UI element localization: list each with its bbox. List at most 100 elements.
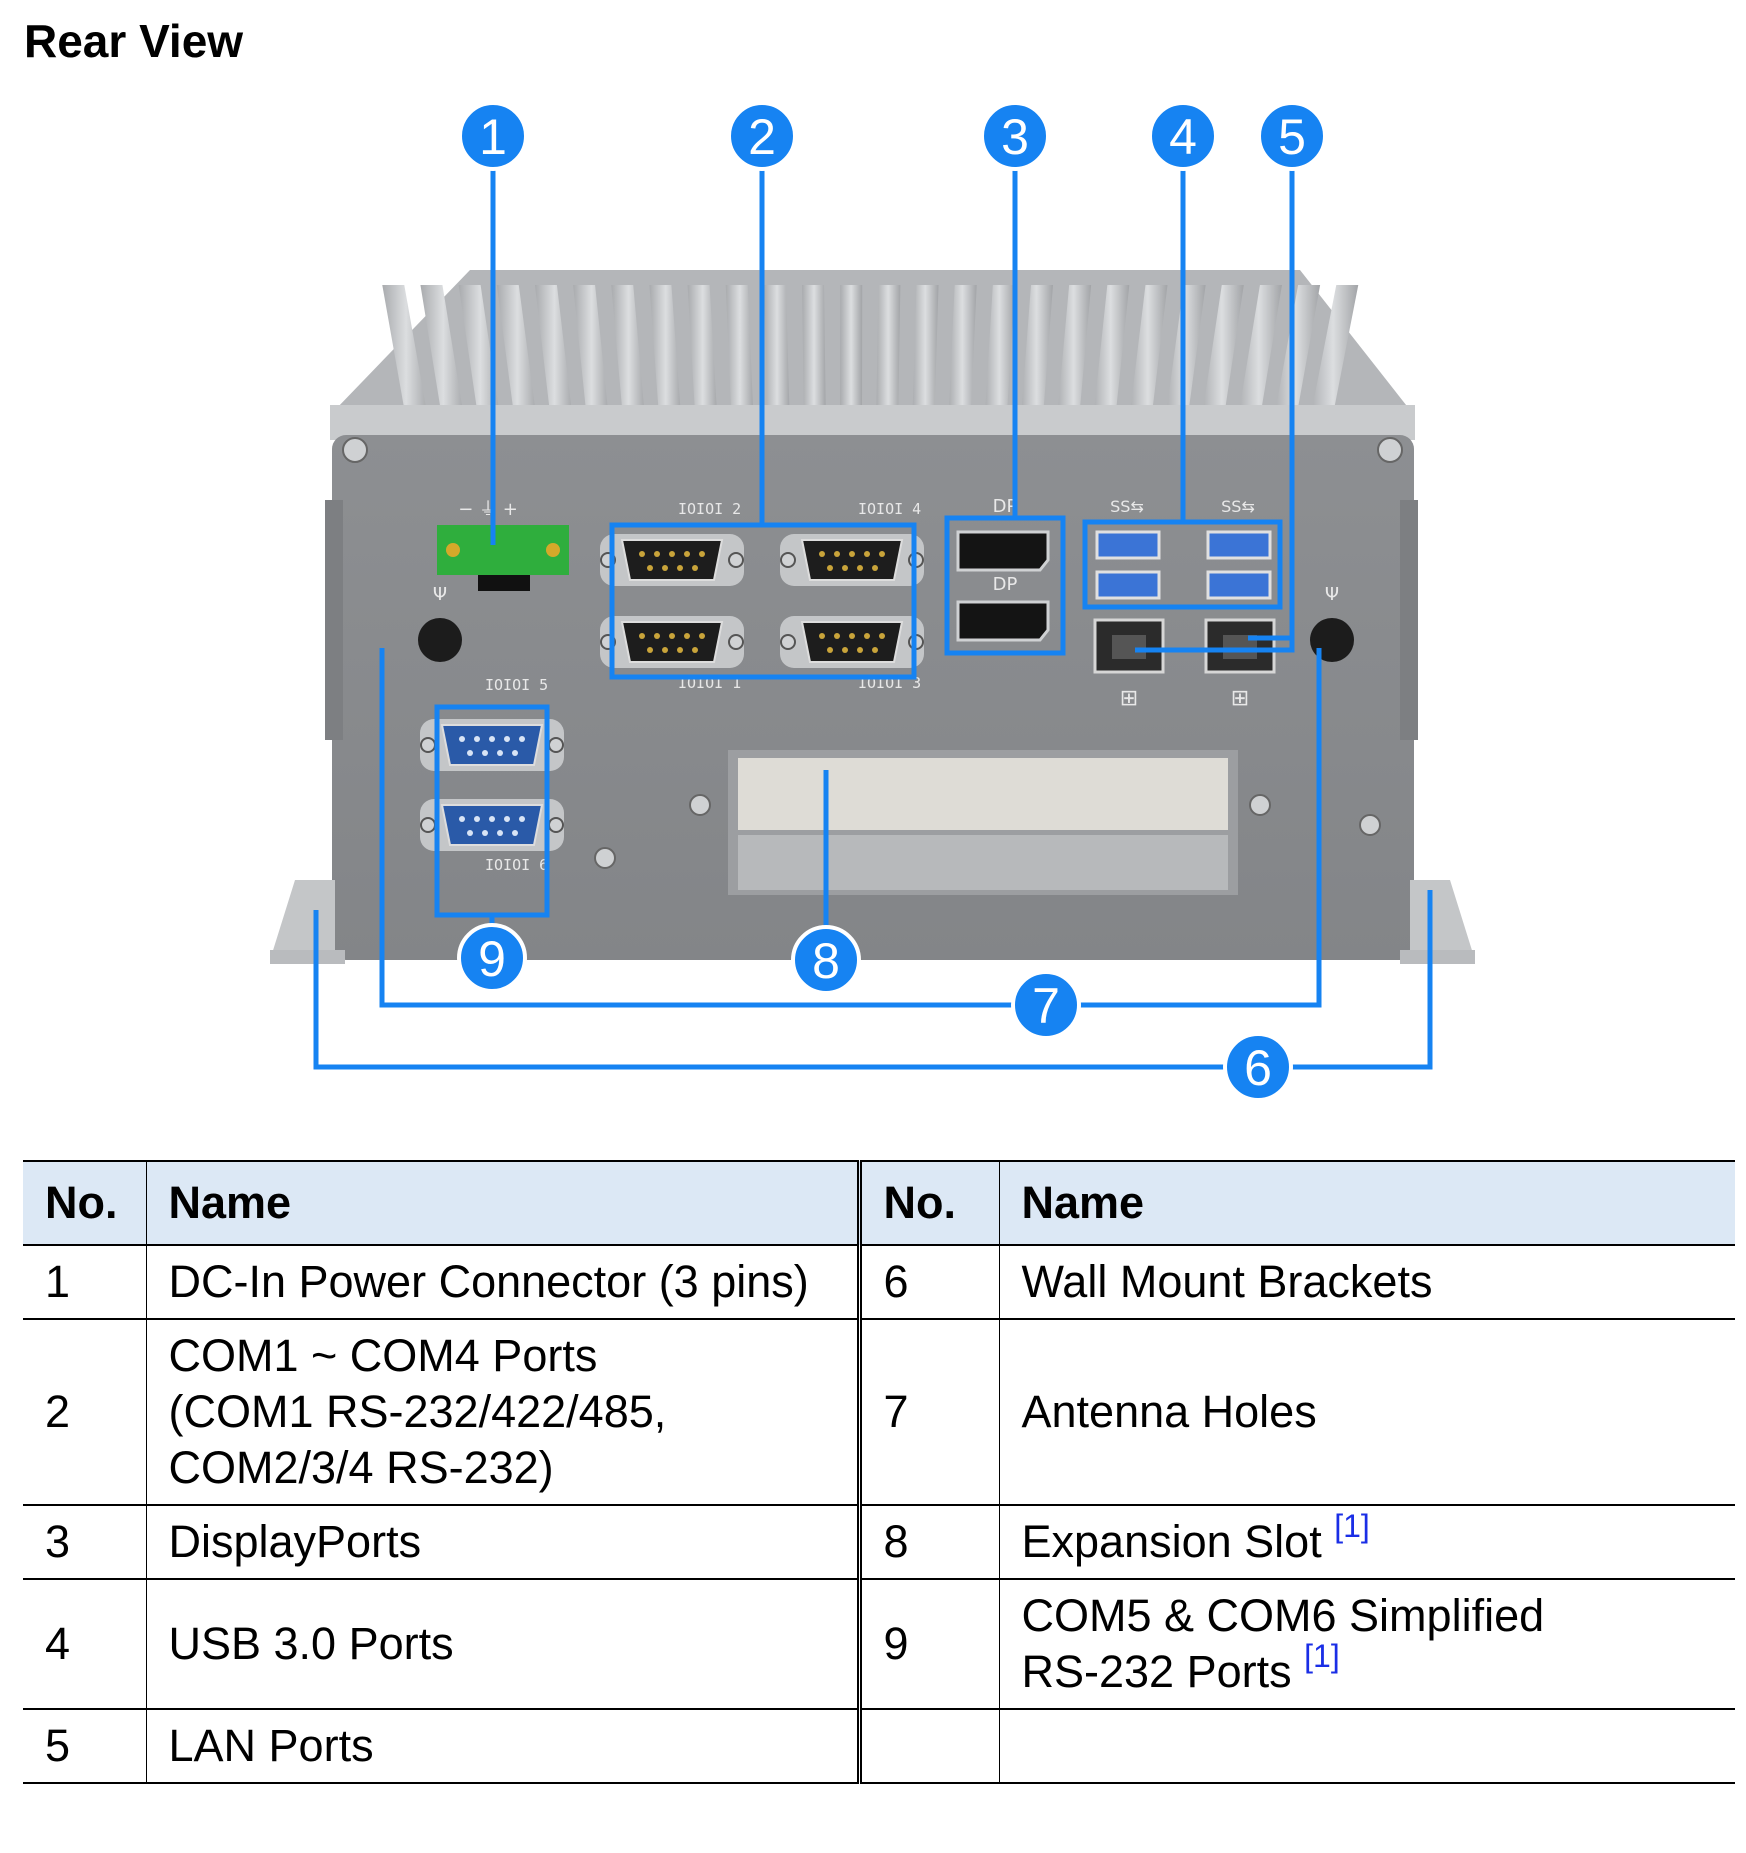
- callout-number: 6: [1244, 1040, 1272, 1096]
- displayports: DP DP: [956, 496, 1050, 642]
- header-name-left: Name: [146, 1160, 862, 1246]
- heatsink-fin: [420, 285, 466, 430]
- callout-badge: 9: [457, 923, 527, 993]
- heatsink-fin: [1200, 285, 1244, 430]
- item-name: COM1 ~ COM4 Ports(COM1 RS-232/422/485,CO…: [146, 1318, 862, 1506]
- table-row: 1 DC-In Power Connector (3 pins) 6 Wall Mou…: [23, 1244, 1735, 1320]
- callout-badge: 6: [1223, 1032, 1293, 1102]
- heatsink-fin: [876, 285, 901, 430]
- heatsink-fin: [912, 285, 939, 430]
- expansion-slot: [728, 750, 1238, 895]
- com6-label: IOIOI 6: [485, 856, 548, 874]
- footnote-ref[interactable]: [1]: [1334, 1508, 1370, 1544]
- heatsink-fin: [1308, 285, 1359, 430]
- item-name-line: Antenna Holes: [1021, 1386, 1317, 1437]
- heatsink-fin: [649, 285, 682, 430]
- table-header-row: No. Name No. Name: [23, 1160, 1735, 1246]
- heatsink-fin: [534, 285, 574, 430]
- dp-label-mid: DP: [993, 574, 1018, 595]
- heatsink-fin: [573, 285, 610, 430]
- callout-number: 9: [478, 931, 506, 987]
- db9-connector: [420, 799, 564, 851]
- item-name-text: Expansion Slot: [1021, 1516, 1322, 1567]
- com4-label: IOIOI 4: [858, 500, 921, 518]
- callout-number: 1: [479, 109, 507, 165]
- heatsink-fin: [802, 285, 826, 430]
- com2-label: IOIOI 2: [678, 500, 741, 518]
- db9-connector: [780, 616, 924, 668]
- item-name: LAN Ports: [146, 1708, 862, 1784]
- callout-badge: 4: [1148, 101, 1218, 171]
- db9-connector: [600, 616, 744, 668]
- item-number: 6: [859, 1244, 1000, 1320]
- item-number: 3: [23, 1504, 147, 1580]
- item-name: [999, 1708, 1735, 1784]
- usb-label-a: SS⇆: [1110, 497, 1144, 516]
- item-name: Antenna Holes: [999, 1318, 1735, 1506]
- header-no-left: No.: [23, 1160, 147, 1246]
- heatsink-fin: [1236, 285, 1282, 430]
- header-name-right: Name: [999, 1160, 1735, 1246]
- dp-label-top: DP: [993, 496, 1018, 517]
- callout-number: 5: [1278, 109, 1306, 165]
- item-name-line: (COM1 RS-232/422/485,: [168, 1386, 667, 1437]
- callout-badges: 1 2 3 4 5 6 7 8 9: [457, 101, 1327, 1102]
- item-name-line: DisplayPorts: [168, 1516, 422, 1567]
- item-name-line: LAN Ports: [168, 1720, 374, 1771]
- item-name: USB 3.0 Ports: [146, 1578, 862, 1710]
- heatsink-fin: [1272, 285, 1321, 430]
- svg-text:⊞: ⊞: [1120, 686, 1138, 711]
- callout-badge: 7: [1011, 970, 1081, 1040]
- item-number: 1: [23, 1244, 147, 1320]
- item-name: DC-In Power Connector (3 pins): [146, 1244, 862, 1320]
- svg-text:Ψ: Ψ: [433, 584, 447, 605]
- callout-number: 2: [748, 109, 776, 165]
- item-number: 2: [23, 1318, 147, 1506]
- header-no-right: No.: [859, 1160, 1000, 1246]
- heatsink-fin: [1128, 285, 1168, 430]
- callout-number: 4: [1169, 109, 1197, 165]
- usb-label-b: SS⇆: [1221, 497, 1255, 516]
- usb3-ports: SS⇆ SS⇆: [1095, 497, 1272, 600]
- heatsink-fin: [725, 285, 754, 430]
- item-name: Expansion Slot [1]: [999, 1504, 1735, 1580]
- heatsink-fin: [1056, 285, 1092, 430]
- callout-badge: 3: [980, 101, 1050, 171]
- svg-text:⊞: ⊞: [1231, 686, 1249, 711]
- callout-badge: 1: [458, 101, 528, 171]
- item-name-line: DC-In Power Connector (3 pins): [168, 1256, 809, 1307]
- item-name-line: COM2/3/4 RS-232): [168, 1442, 554, 1493]
- heatsink-fin: [611, 285, 646, 430]
- item-name-line: Wall Mount Brackets: [1021, 1256, 1433, 1307]
- item-name-line: COM5 & COM6 Simplified: [1021, 1590, 1545, 1641]
- heatsink-fins: [335, 270, 1410, 430]
- item-number: [859, 1708, 1000, 1784]
- com5-6-ports: IOIOI 5 IOIOI 6: [420, 676, 564, 874]
- callout-badge: 8: [791, 925, 861, 995]
- dc-in-terminal: − ⏚ +: [437, 499, 569, 591]
- item-number: 4: [23, 1578, 147, 1710]
- callout-number: 3: [1001, 109, 1029, 165]
- heatsink-fin: [496, 285, 538, 430]
- item-number: 5: [23, 1708, 147, 1784]
- wall-mount-brackets: [270, 880, 1475, 964]
- rear-view-diagram: − ⏚ + Ψ Ψ IOIOI 2 IOIOI 4 IOIOI 1 IOIOI …: [270, 101, 1475, 1102]
- item-number: 7: [859, 1318, 1000, 1506]
- item-name-line: COM1 ~ COM4 Ports: [168, 1330, 598, 1381]
- db9-connector: [780, 534, 924, 586]
- db9-connector: [600, 534, 744, 586]
- com1-4-ports: IOIOI 2 IOIOI 4 IOIOI 1 IOIOI 3: [600, 500, 924, 692]
- power-polarity-label: − ⏚ +: [458, 499, 518, 520]
- heatsink-fin: [687, 285, 718, 430]
- callout-badge: 2: [727, 101, 797, 171]
- heatsink-fin: [1092, 285, 1130, 430]
- item-name-line: RS-232 Ports [1]: [1022, 1640, 1714, 1700]
- lan-ports: ⊞ ⊞: [1093, 618, 1276, 711]
- item-name: DisplayPorts: [146, 1504, 862, 1580]
- footnote-ref[interactable]: [1]: [1304, 1638, 1340, 1674]
- item-number: 9: [859, 1578, 1000, 1710]
- heatsink-fin: [763, 285, 790, 430]
